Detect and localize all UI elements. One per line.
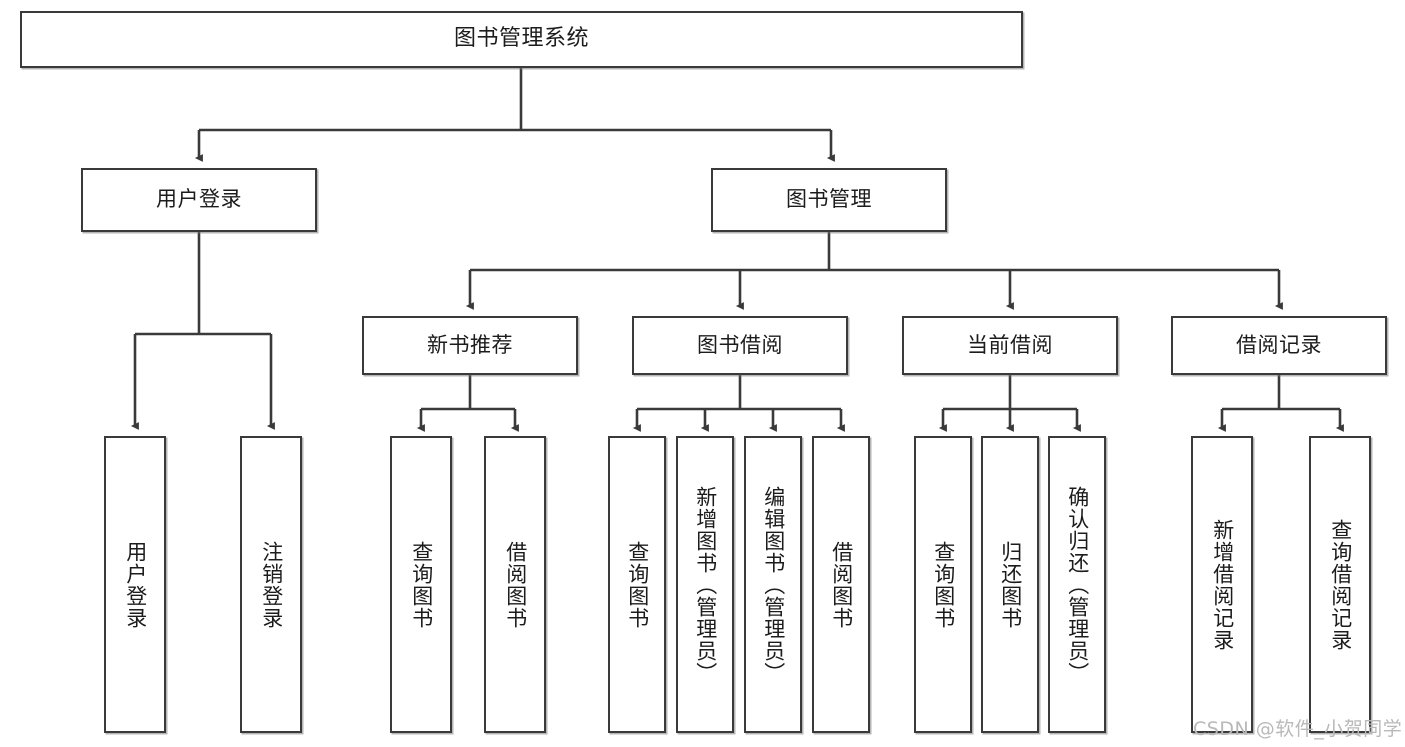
leaf-book-borrow-query[interactable]: 查询图书 [608,436,666,733]
node-label: 查询图书 [931,540,956,629]
node-user-login[interactable]: 用户登录 [81,168,317,232]
node-label: 查询图书 [409,540,434,629]
node-label: 图书管理系统 [453,26,589,52]
leaf-borrow-record-query[interactable]: 查询借阅记录 [1309,436,1371,733]
leaf-current-borrow-return[interactable]: 归还图书 [981,436,1039,733]
leaf-book-borrow-add[interactable]: 新增图书（管理员） [676,436,734,733]
node-label: 当前借阅 [967,332,1053,357]
node-label: 新书推荐 [427,332,513,357]
node-label: 借阅图书 [503,540,528,629]
watermark-text: CSDN @软件_小贺同学 [1193,718,1403,740]
node-borrow-record[interactable]: 借阅记录 [1171,316,1387,375]
leaf-new-book-query[interactable]: 查询图书 [390,436,452,733]
node-current-borrow[interactable]: 当前借阅 [902,316,1118,375]
node-label: 新增图书（管理员） [693,485,718,684]
node-label: 确认归还（管理员） [1065,485,1090,684]
leaf-new-book-borrow[interactable]: 借阅图书 [484,436,546,733]
node-book-borrow[interactable]: 图书借阅 [632,316,848,375]
node-label: 图书管理 [786,187,872,212]
node-label: 编辑图书（管理员） [761,485,786,684]
node-label: 查询图书 [625,540,650,629]
node-label: 用户登录 [123,540,148,629]
leaf-user-login-logout[interactable]: 注销登录 [240,436,302,733]
leaf-book-borrow-edit[interactable]: 编辑图书（管理员） [744,436,802,733]
leaf-current-borrow-query[interactable]: 查询图书 [914,436,972,733]
node-label: 新增借阅记录 [1210,518,1235,651]
node-label: 借阅图书 [829,540,854,629]
node-label: 注销登录 [259,540,284,629]
leaf-book-borrow-borrow[interactable]: 借阅图书 [812,436,870,733]
node-label: 借阅记录 [1236,332,1322,357]
node-label: 图书借阅 [697,332,783,357]
leaf-current-borrow-confirm[interactable]: 确认归还（管理员） [1048,436,1106,733]
node-book-management[interactable]: 图书管理 [711,168,947,232]
node-label: 查询借阅记录 [1328,518,1353,651]
node-label: 用户登录 [156,187,242,212]
node-new-book-recommend[interactable]: 新书推荐 [362,316,578,375]
node-label: 归还图书 [998,540,1023,629]
node-root-system[interactable]: 图书管理系统 [20,11,1023,68]
leaf-borrow-record-add[interactable]: 新增借阅记录 [1191,436,1253,733]
leaf-user-login-login[interactable]: 用户登录 [104,436,166,733]
